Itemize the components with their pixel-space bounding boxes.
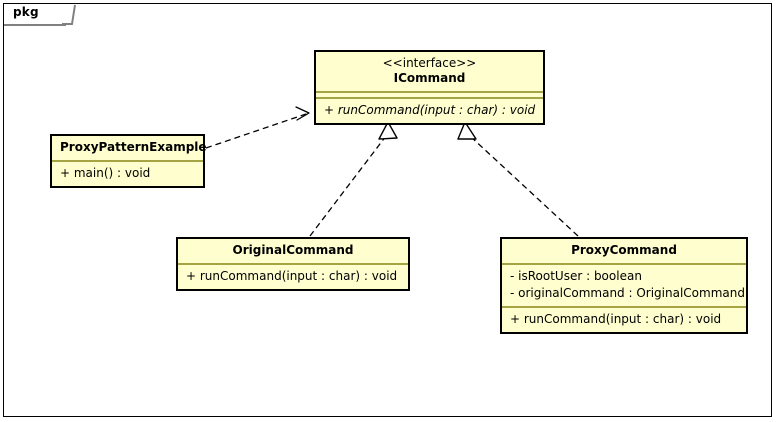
class-name-proxypatternexample: ProxyPatternExample bbox=[60, 140, 207, 154]
class-method: + runCommand(input : char) : void bbox=[186, 269, 398, 283]
class-methods-proxypatternexample: + main() : void bbox=[52, 160, 203, 186]
class-name-originalcommand: OriginalCommand bbox=[232, 243, 354, 257]
class-attributes-icommand bbox=[316, 91, 543, 97]
class-method: + main() : void bbox=[60, 166, 151, 180]
class-box-proxycommand[interactable]: ProxyCommand - isRootUser : boolean - or… bbox=[500, 237, 748, 334]
class-box-icommand[interactable]: <<interface>> ICommand + runCommand(inpu… bbox=[314, 50, 545, 125]
class-methods-proxycommand: + runCommand(input : char) : void bbox=[502, 306, 746, 332]
class-method: + runCommand(input : char) : void bbox=[510, 312, 722, 326]
class-methods-originalcommand: + runCommand(input : char) : void bbox=[178, 263, 408, 289]
class-box-originalcommand[interactable]: OriginalCommand + runCommand(input : cha… bbox=[176, 237, 410, 291]
class-title-icommand: <<interface>> ICommand bbox=[316, 52, 543, 91]
class-name-icommand: ICommand bbox=[393, 71, 466, 85]
class-title-proxycommand: ProxyCommand bbox=[502, 239, 746, 263]
class-title-proxypatternexample: ProxyPatternExample bbox=[52, 136, 207, 160]
class-attribute: - isRootUser : boolean bbox=[510, 269, 642, 283]
class-methods-icommand: + runCommand(input : char) : void bbox=[316, 97, 543, 123]
realization-originalcommand-to-icommand bbox=[309, 121, 398, 237]
package-label: pkg bbox=[13, 5, 39, 19]
class-attributes-proxycommand: - isRootUser : boolean - originalCommand… bbox=[502, 263, 746, 306]
class-attribute: - originalCommand : OriginalCommand bbox=[510, 286, 745, 300]
class-method: + runCommand(input : char) : void bbox=[324, 103, 536, 117]
class-stereotype-icommand: <<interface>> bbox=[382, 56, 477, 70]
realization-proxycommand-to-icommand bbox=[457, 121, 579, 237]
class-title-originalcommand: OriginalCommand bbox=[178, 239, 408, 263]
dependency-proxypatternexample-to-icommand bbox=[205, 106, 310, 149]
package-tab bbox=[4, 4, 66, 26]
class-box-proxypatternexample[interactable]: ProxyPatternExample + main() : void bbox=[50, 134, 207, 188]
class-name-proxycommand: ProxyCommand bbox=[571, 243, 677, 257]
package-tab-slant-icon bbox=[62, 4, 76, 25]
